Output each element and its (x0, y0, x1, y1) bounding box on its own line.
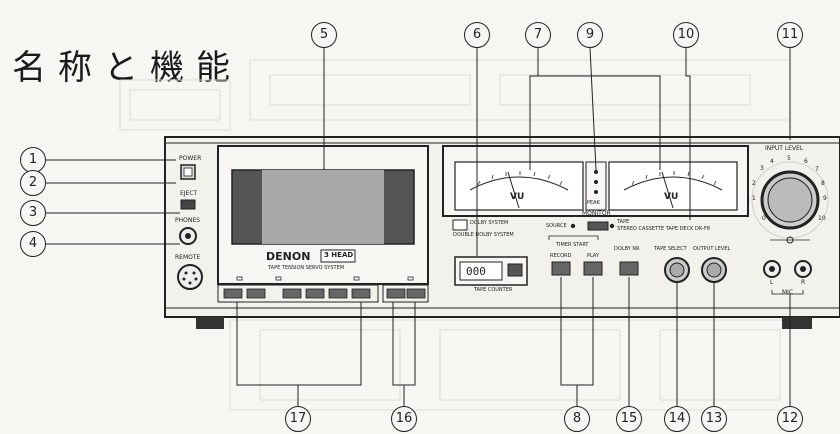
input-level-label: INPUT LEVEL (765, 145, 804, 152)
monitor-source-led (570, 223, 576, 229)
callout-4: 4 (20, 231, 46, 257)
record-label: RECORD (550, 253, 572, 259)
callout-8: 8 (564, 406, 590, 432)
tape-tension-label: TAPE TENSION SERVO SYSTEM (268, 265, 345, 271)
play-label: PLAY (587, 253, 600, 259)
page-title: 名称と機能 (12, 48, 242, 88)
timer-start-label: TIMER START (556, 242, 589, 248)
phones-label: PHONES (175, 217, 200, 224)
svg-text:000: 000 (466, 265, 486, 278)
callout-16: 16 (391, 406, 417, 432)
callout-1: 1 (20, 147, 46, 173)
callout-13: 13 (701, 406, 727, 432)
callout-7: 7 (525, 22, 551, 48)
peak-label: PEAK (587, 200, 600, 206)
transport-buttons (223, 288, 371, 299)
svg-text:8: 8 (821, 180, 825, 187)
callout-15: 15 (616, 406, 642, 432)
vu-needle-right (661, 171, 674, 209)
pause-stop-buttons (386, 288, 426, 299)
vu-meter-right (608, 161, 738, 211)
svg-text:7: 7 (815, 166, 819, 173)
callout-14: 14 (664, 406, 690, 432)
callout-10: 10 (673, 22, 699, 48)
door-indicators (236, 276, 414, 281)
svg-text:9: 9 (823, 195, 827, 202)
vu-left-label: VU (510, 192, 525, 202)
vu-needle-left (507, 171, 520, 209)
dolby-logo (452, 219, 468, 231)
dolby-system-label: DOLBY SYSTEM (470, 220, 509, 226)
dolby-nr-label: DOLBY NR (614, 246, 640, 252)
cassette-window-inner (262, 170, 384, 244)
monitor-switch (587, 221, 609, 231)
peak-leds (594, 170, 598, 194)
leader-lines (46, 47, 791, 408)
mic-l-label: L (770, 279, 774, 286)
callout-9: 9 (577, 22, 603, 48)
right-foot (782, 317, 812, 329)
vu-meter-left (454, 161, 584, 211)
tape-counter-label: TAPE COUNTER (474, 287, 513, 293)
play-timer-button (583, 261, 603, 276)
double-dolby-label: DOUBLE DOLBY SYSTEM (453, 232, 514, 238)
svg-text:0: 0 (762, 215, 766, 222)
head-badge (320, 249, 356, 263)
left-foot (196, 317, 224, 329)
eject-button (180, 199, 196, 210)
svg-text:1: 1 (752, 195, 756, 202)
monitor-tape-led (609, 223, 615, 229)
callout-17: 17 (285, 406, 311, 432)
tape-label: TAPE (617, 219, 630, 225)
svg-text:5: 5 (787, 155, 791, 162)
svg-text:10: 10 (818, 215, 826, 222)
mic-r-label: R (801, 279, 806, 286)
deck-model-label: STEREO CASSETTE TAPE DECK DR-F8 (617, 226, 710, 232)
callout-3: 3 (20, 200, 46, 226)
callout-6: 6 (464, 22, 490, 48)
monitor-label: MONITOR (582, 210, 611, 217)
power-label: POWER (179, 155, 202, 162)
tape-counter-display (459, 261, 503, 281)
callout-11: 11 (777, 22, 803, 48)
callout-5: 5 (311, 22, 337, 48)
remote-label: REMOTE (175, 254, 201, 261)
callout-2: 2 (20, 170, 46, 196)
brand-label: DENON (266, 250, 311, 263)
svg-text:6: 6 (804, 158, 808, 165)
output-level-label: OUTPUT LEVEL (693, 246, 731, 252)
input-level-scale (751, 161, 829, 239)
counter-reset-button (507, 263, 523, 277)
dolby-nr-button (619, 261, 639, 276)
remote-jack (177, 264, 203, 290)
eject-label: EJECT (180, 190, 198, 197)
svg-text:2: 2 (752, 180, 756, 187)
vu-right-label: VU (664, 192, 679, 202)
source-label: SOURCE (546, 223, 567, 229)
mic-label: MIC (782, 289, 794, 296)
head-label: 3 HEAD (324, 251, 354, 259)
svg-text:4: 4 (770, 158, 774, 165)
record-timer-button (551, 261, 571, 276)
callout-12: 12 (777, 406, 803, 432)
svg-text:3: 3 (760, 165, 764, 172)
tape-select-label: TAPE SELECT (654, 246, 687, 252)
